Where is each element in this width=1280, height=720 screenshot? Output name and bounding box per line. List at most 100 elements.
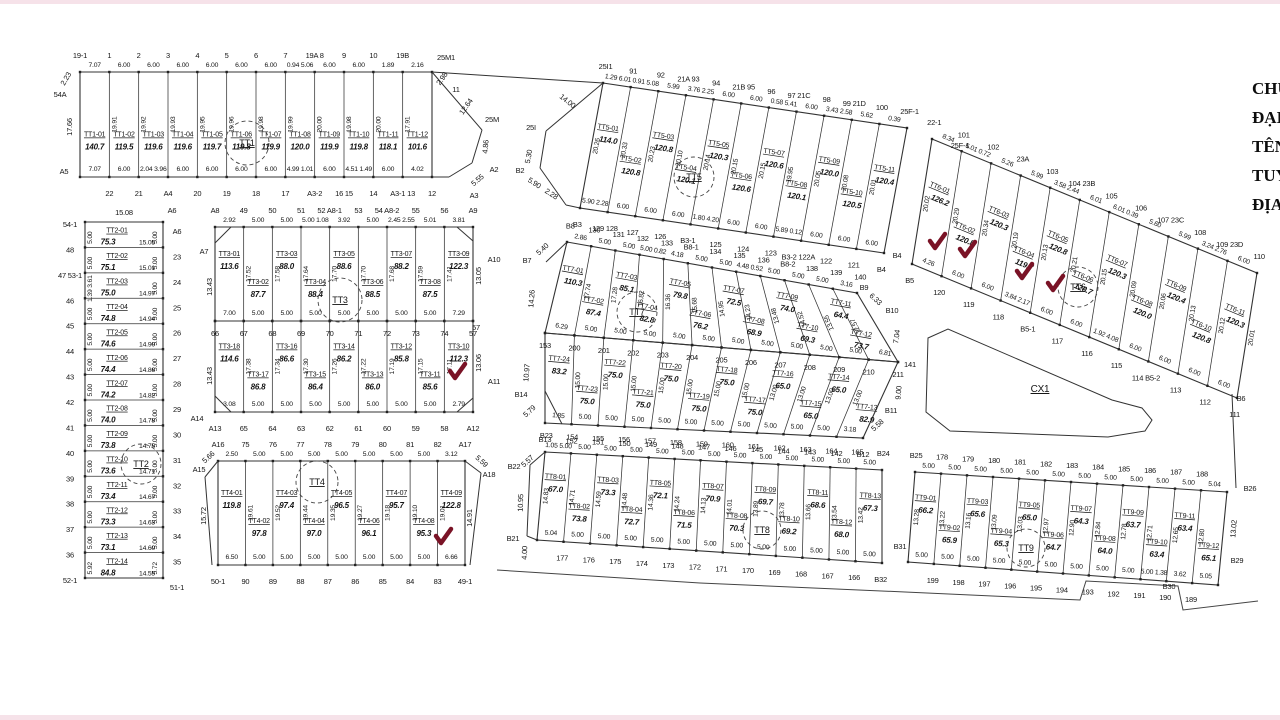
plot-area: 85.6 bbox=[423, 383, 439, 392]
dim: 14.75 bbox=[139, 443, 155, 450]
vertex-label: 155 bbox=[592, 434, 604, 443]
vertex-label: 23 bbox=[173, 252, 181, 261]
plot-id: TT7-04 bbox=[636, 302, 659, 313]
plot-divider bbox=[634, 91, 659, 217]
dim: 6.00 bbox=[722, 91, 736, 100]
boundary-segment bbox=[469, 472, 482, 566]
vertex-dot bbox=[381, 459, 384, 463]
vertex-dot bbox=[372, 70, 375, 74]
dim: 6.01 bbox=[1089, 194, 1104, 205]
height-dim: 19.91 bbox=[111, 116, 118, 132]
vertex-dot bbox=[357, 410, 360, 414]
vertex-dot bbox=[930, 137, 934, 141]
dim: 14.78 bbox=[139, 418, 155, 425]
vertex-dot bbox=[795, 110, 798, 113]
dim: 5.00 bbox=[1070, 563, 1083, 571]
plot-area: 65.0 bbox=[831, 385, 847, 395]
title-line-5: ĐỊA bbox=[1252, 195, 1280, 214]
height-dim: 5.00 bbox=[152, 384, 159, 397]
plot-id: TT9-07 bbox=[1070, 505, 1092, 513]
vertex-label: 206 bbox=[745, 358, 757, 367]
vertex-label: 88 bbox=[296, 577, 304, 586]
height-dim: 15.00 bbox=[575, 372, 583, 389]
vertex-dot bbox=[803, 464, 806, 468]
vertex-dot bbox=[939, 472, 943, 475]
dim: 3.84 2.17 bbox=[1003, 291, 1031, 308]
vertex-dot bbox=[342, 70, 346, 74]
vertex-dot bbox=[632, 339, 635, 342]
map-label: 6.33 bbox=[868, 291, 884, 307]
dim: 5.00 bbox=[280, 310, 293, 317]
plot-area: 118.1 bbox=[379, 143, 398, 152]
vertex-label: 200 bbox=[568, 343, 580, 352]
site-boundary-line bbox=[496, 569, 1259, 611]
vertex-dot bbox=[1117, 348, 1121, 351]
vertex-label: 174 bbox=[636, 559, 648, 568]
plot-id: TT5-11 bbox=[874, 164, 896, 174]
vertex-label: 5 bbox=[225, 51, 229, 60]
height-dim: 12.97 bbox=[1042, 518, 1050, 535]
height-dim: 17.34 bbox=[274, 358, 281, 374]
vertex-label: 169 bbox=[769, 568, 781, 577]
height-dim: 19.98 bbox=[258, 116, 265, 132]
vertex-label: 133 bbox=[661, 238, 673, 247]
height-dim: 12.78 bbox=[1120, 523, 1128, 540]
height-dim: 12.90 bbox=[1068, 519, 1076, 536]
dim: 5.00 bbox=[759, 453, 772, 461]
vertex-label: 126 bbox=[654, 232, 666, 241]
plot-id: TT7-07 bbox=[723, 285, 746, 296]
vertex-dot bbox=[463, 563, 467, 567]
block-marker-TT7 bbox=[616, 291, 658, 333]
vertex-dot bbox=[137, 175, 140, 179]
vertex-dot bbox=[984, 566, 987, 569]
vertex-label: 23A bbox=[1016, 155, 1029, 164]
vertex-dot bbox=[83, 322, 87, 325]
vertex-label: 19A 8 bbox=[306, 51, 324, 60]
height-dim: 5.00 bbox=[152, 307, 159, 320]
dim: 5.00 bbox=[598, 238, 612, 247]
height-dim: 1.39 3.61 bbox=[87, 275, 94, 302]
vertex-dot bbox=[739, 102, 743, 105]
dim: 7.07 bbox=[88, 166, 101, 173]
vertex-label: 52-1 bbox=[63, 576, 77, 585]
plot-area: 64.0 bbox=[1097, 546, 1113, 556]
vertex-dot bbox=[242, 319, 245, 323]
vertex-dot bbox=[573, 334, 576, 337]
vertex-dot bbox=[751, 461, 754, 465]
plot-divider bbox=[624, 340, 634, 427]
vertex-dot bbox=[855, 291, 859, 295]
height-dim: 5.00 bbox=[87, 536, 94, 549]
vertex-label: 14 bbox=[369, 189, 377, 198]
vertex-label: 129 128 bbox=[592, 224, 618, 233]
vertex-dot bbox=[242, 410, 245, 414]
vertex-dot bbox=[588, 542, 592, 545]
dim: 5.00 bbox=[418, 451, 431, 458]
plot-area: 64.3 bbox=[1074, 516, 1090, 526]
dim: 0.94 5.06 bbox=[287, 62, 314, 69]
vertex-dot bbox=[1147, 360, 1150, 363]
plot-divider bbox=[1191, 490, 1202, 584]
dim: 5.99 bbox=[1030, 170, 1045, 181]
plot-id: TT9-04 bbox=[990, 528, 1012, 536]
boundary-segment bbox=[448, 162, 473, 178]
dim: 6.00 bbox=[616, 202, 630, 211]
vertex-label: 187 bbox=[1170, 468, 1182, 477]
vertex-dot bbox=[647, 456, 650, 459]
block-marker-TT2 bbox=[120, 443, 162, 485]
vertex-label: 199 bbox=[927, 576, 939, 585]
vertex-label: 161 bbox=[748, 442, 760, 451]
plot-id: TT5-06 bbox=[730, 171, 752, 181]
vertex-dot bbox=[242, 225, 245, 229]
map-label: B14 bbox=[515, 390, 528, 399]
vertex-label: 28 bbox=[173, 380, 181, 389]
plot-area: 122.8 bbox=[442, 501, 462, 510]
vertex-label: 18 bbox=[252, 189, 260, 198]
vertex-label: 68 bbox=[268, 329, 276, 338]
vertex-label: A13 bbox=[209, 424, 222, 433]
plot-area: 120.1 bbox=[787, 191, 808, 203]
dim: 5.00 1.08 bbox=[302, 217, 329, 224]
block-marker-label: TT3 bbox=[332, 295, 348, 305]
vertex-label: 208 bbox=[804, 363, 816, 372]
dim: 5.00 bbox=[734, 452, 747, 460]
vertex-dot bbox=[1035, 570, 1039, 573]
